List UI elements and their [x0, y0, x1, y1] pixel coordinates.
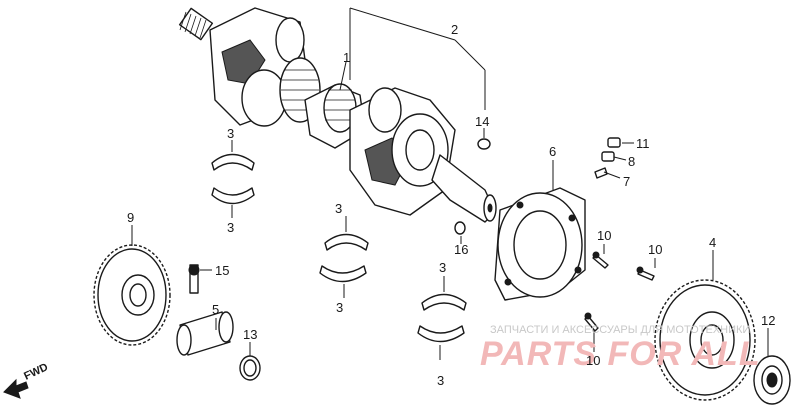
- seal-12: [753, 355, 791, 405]
- callout-numbers: 2 1 14 3 3 3 3 3 3 6 11 8 7 16 9 15 5 13…: [127, 22, 775, 388]
- crankshaft: [178, 7, 497, 223]
- knock-pins: [454, 138, 491, 235]
- leader-lines: [131, 7, 769, 360]
- callout-12: 12: [761, 313, 775, 328]
- callout-9: 9: [127, 210, 134, 225]
- callout-3: 3: [437, 373, 444, 388]
- callout-16: 16: [454, 242, 468, 257]
- callout-11: 11: [636, 136, 650, 151]
- callout-3: 3: [227, 220, 234, 235]
- callout-3: 3: [227, 126, 234, 141]
- callout-10: 10: [648, 242, 662, 257]
- bolt-15: [188, 264, 200, 294]
- starter-clutch: [494, 187, 586, 301]
- callout-15: 15: [215, 263, 229, 278]
- callout-10: 10: [586, 353, 600, 368]
- callout-7: 7: [623, 174, 630, 189]
- gear-9: [93, 244, 171, 346]
- watermark: ЗАПЧАСТИ И АКСЕССУАРЫ ДЛЯ МОТОТЕХНИКИ PA…: [480, 324, 761, 373]
- callout-3: 3: [336, 300, 343, 315]
- fwd-indicator: FWD: [3, 361, 50, 399]
- callout-2: 2: [451, 22, 458, 37]
- watermark-caption: ЗАПЧАСТИ И АКСЕССУАРЫ ДЛЯ МОТОТЕХНИКИ: [490, 324, 750, 336]
- callout-13: 13: [243, 327, 257, 342]
- callout-8: 8: [628, 154, 635, 169]
- gear-4: [654, 279, 756, 401]
- arrow-icon: [3, 378, 29, 399]
- callout-1: 1: [343, 50, 350, 65]
- callout-6: 6: [549, 144, 556, 159]
- callout-4: 4: [709, 235, 716, 250]
- bearing-shells: [211, 153, 467, 343]
- callout-14: 14: [475, 114, 489, 129]
- ring-13: [239, 355, 261, 381]
- callout-5: 5: [212, 302, 219, 317]
- callout-3: 3: [335, 201, 342, 216]
- callout-3: 3: [439, 260, 446, 275]
- clutch-rollers: [594, 137, 621, 179]
- fwd-label: FWD: [22, 361, 50, 382]
- pin-5: [176, 311, 234, 356]
- callout-10: 10: [597, 228, 611, 243]
- watermark-logo-text: PARTS FOR ALL: [480, 335, 761, 373]
- bolts: [584, 251, 655, 332]
